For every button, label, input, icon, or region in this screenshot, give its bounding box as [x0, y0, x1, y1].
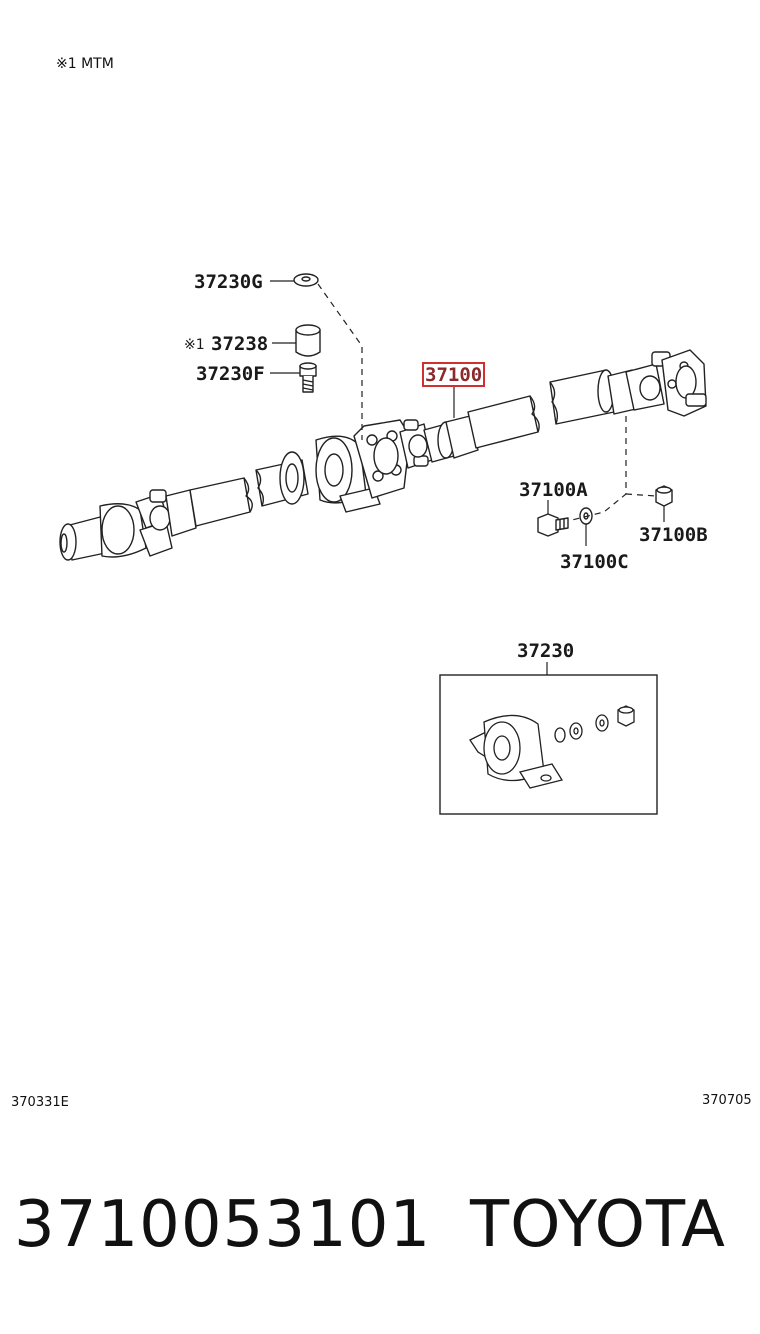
part-37230g-washer	[293, 273, 319, 287]
label-37238: 37238	[211, 333, 268, 355]
label-37230f: 37230F	[196, 363, 265, 385]
footer-part-number: 3710053101	[14, 1188, 432, 1262]
part-37238-cushion	[295, 324, 321, 357]
label-37100[interactable]: 37100	[425, 364, 482, 386]
part-37230f-bolt	[299, 362, 317, 393]
label-37100b: 37100B	[639, 524, 708, 546]
code-left: 370331E	[11, 1095, 69, 1110]
code-right: 370705	[702, 1093, 752, 1108]
middle-universal-joint	[399, 415, 479, 469]
footer-brand: TOYOTA	[470, 1188, 726, 1262]
label-37100c: 37100C	[560, 551, 629, 573]
part-37100b-nut	[655, 485, 673, 507]
label-37230g: 37230G	[194, 271, 263, 293]
rear-universal-joint	[607, 349, 707, 417]
part-37100a-bolt	[537, 513, 569, 537]
inset-center-bearing	[469, 705, 635, 789]
footnote-text: MTM	[81, 56, 114, 72]
label-37100a: 37100A	[519, 479, 588, 501]
label-37238-mark: ※1	[184, 337, 205, 353]
front-tube	[189, 477, 253, 527]
footnote-mtm: ※1 MTM	[56, 56, 114, 72]
highlight-box-37100	[422, 362, 485, 387]
footnote-mark: ※1	[56, 56, 77, 72]
leader-lines	[270, 280, 665, 675]
intermediate-tube	[255, 451, 309, 507]
guide-lines	[317, 283, 657, 521]
front-spline-yoke	[59, 489, 197, 561]
center-bearing-assembly	[315, 419, 411, 513]
label-37230: 37230	[517, 640, 574, 662]
rear-tube	[467, 369, 615, 449]
